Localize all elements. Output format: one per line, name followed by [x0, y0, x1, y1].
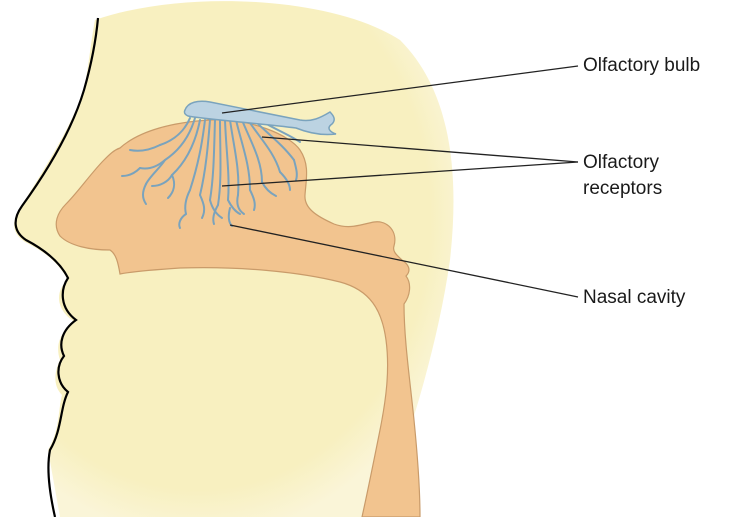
label-olfactory-receptors-line2: receptors	[583, 178, 662, 199]
label-olfactory-receptors: Olfactory receptors	[583, 150, 662, 202]
label-olfactory-bulb: Olfactory bulb	[583, 53, 700, 79]
label-nasal-cavity: Nasal cavity	[583, 285, 685, 311]
label-olfactory-receptors-line1: Olfactory	[583, 152, 659, 173]
